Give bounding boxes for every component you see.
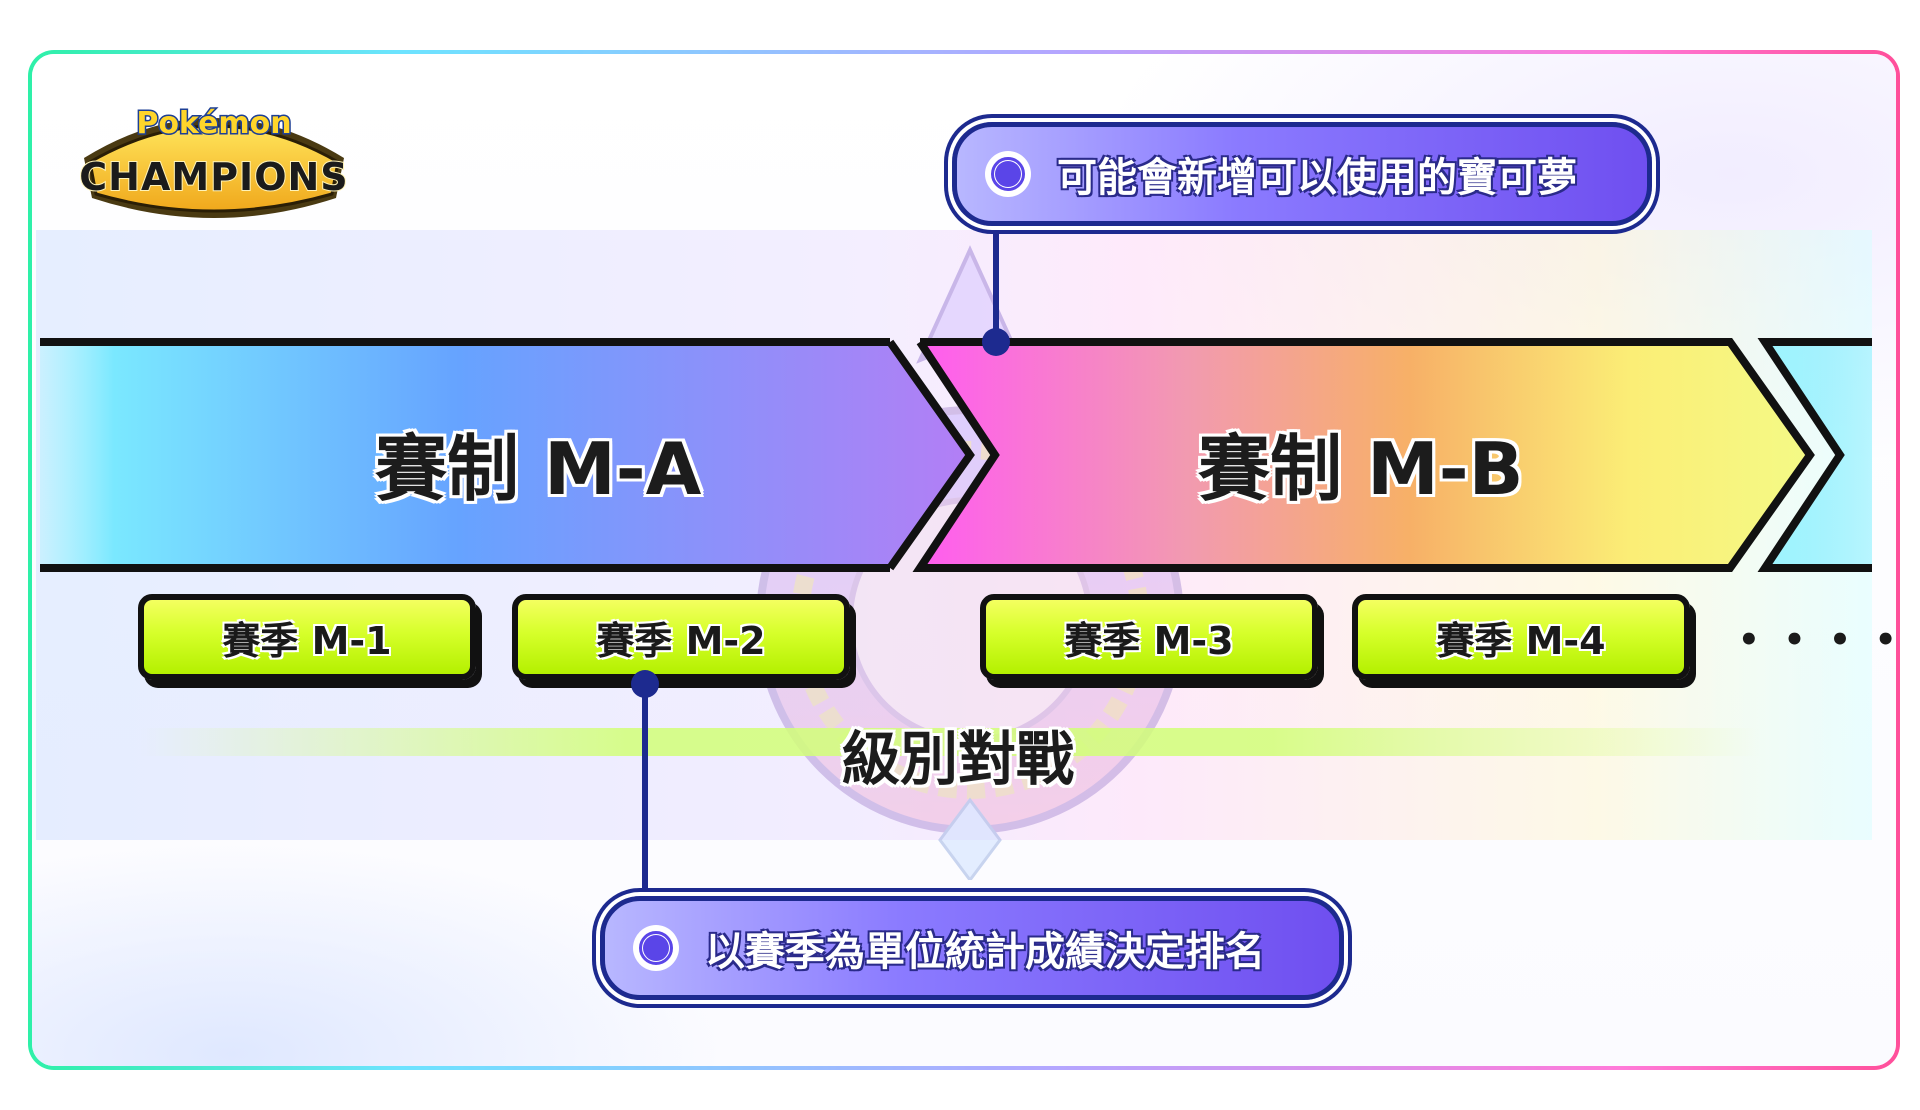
format-arrows	[40, 338, 1872, 572]
season-box-m-2: 賽季 M-2	[512, 594, 850, 680]
season-label: 賽季 M-4	[1436, 618, 1606, 663]
more-seasons-ellipsis: • • • •	[1738, 620, 1903, 660]
logo-bottom-text: CHAMPIONS	[79, 155, 348, 199]
season-box-m-3: 賽季 M-3	[980, 594, 1318, 680]
callout-bottom: 以賽季為單位統計成績決定排名	[600, 896, 1344, 1000]
season-label: 賽季 M-3	[1064, 618, 1234, 663]
format-label-m-b: 賽制 M-B	[1198, 427, 1524, 511]
season-label: 賽季 M-2	[596, 618, 766, 663]
callout-top-text: 可能會新增可以使用的寶可夢	[1057, 155, 1577, 201]
season-box-m-4: 賽季 M-4	[1352, 594, 1690, 680]
ranked-battle-label: 級別對戰	[842, 725, 1075, 793]
logo-top-text: Pokémon	[136, 106, 291, 141]
pokemon-champions-logo: Pokémon CHAMPIONS	[78, 105, 349, 218]
target-icon	[985, 151, 1031, 197]
callout-bottom-text: 以賽季為單位統計成績決定排名	[705, 929, 1265, 975]
season-label: 賽季 M-1	[222, 618, 392, 663]
target-icon	[633, 925, 679, 971]
callout-top: 可能會新增可以使用的寶可夢	[952, 122, 1652, 226]
season-box-m-1: 賽季 M-1	[138, 594, 476, 680]
ranked-battle-highlight-band	[140, 728, 1760, 756]
format-label-m-a: 賽制 M-A	[375, 427, 702, 511]
